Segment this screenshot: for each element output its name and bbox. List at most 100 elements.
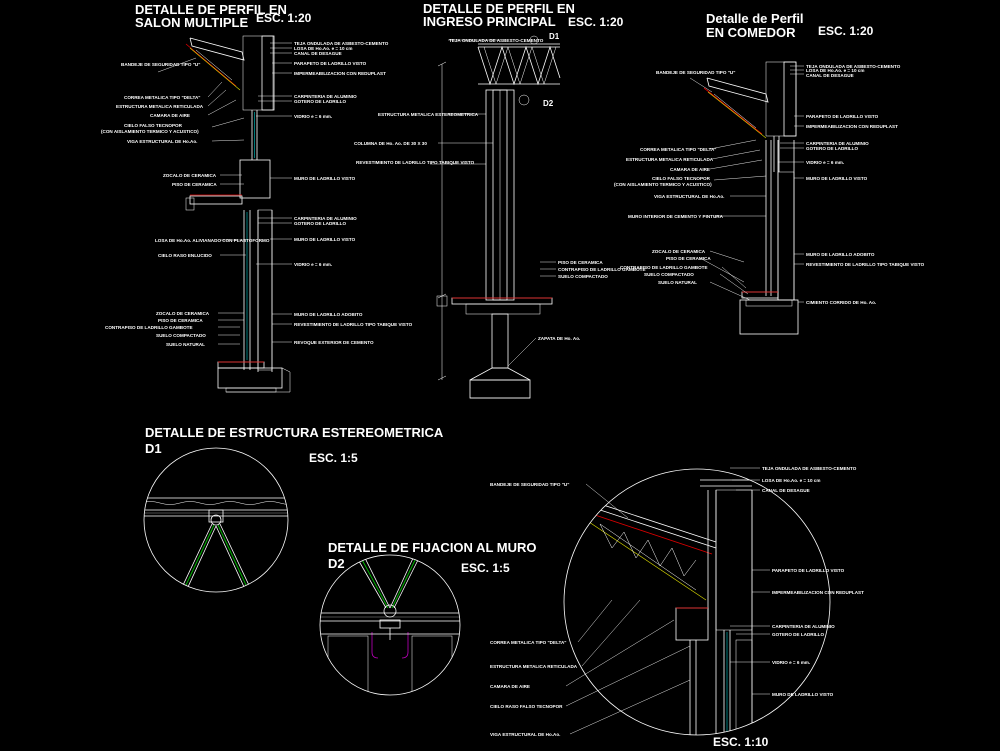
- svg-text:TEJA ONDULADA DE ASBESTO-CEMEN: TEJA ONDULADA DE ASBESTO-CEMENTO: [762, 466, 857, 471]
- svg-text:CONTRAPISO DE LADRILLO GAMBOTE: CONTRAPISO DE LADRILLO GAMBOTE: [105, 325, 193, 330]
- svg-text:(CON AISLAMIENTO TERMICO Y ACU: (CON AISLAMIENTO TERMICO Y ACUSTICO): [614, 182, 712, 187]
- svg-text:CIELO FALSO TECNOPOR: CIELO FALSO TECNOPOR: [124, 123, 183, 128]
- svg-text:VIDRIO e = 6 mm.: VIDRIO e = 6 mm.: [294, 114, 332, 119]
- svg-text:VIDRIO e = 6 mm.: VIDRIO e = 6 mm.: [772, 660, 810, 665]
- svg-text:BANDEJE DE SEGURIDAD TIPO "U": BANDEJE DE SEGURIDAD TIPO "U": [121, 62, 200, 67]
- fijacion-title: DETALLE DE FIJACION AL MURO: [328, 540, 536, 555]
- comedor-title-line2: EN COMEDOR: [706, 25, 796, 40]
- svg-text:SUELO COMPACTADO: SUELO COMPACTADO: [644, 272, 694, 277]
- svg-text:MURO DE LADRILLO VISTO: MURO DE LADRILLO VISTO: [806, 176, 868, 181]
- comedor-labels-left: BANDEJE DE SEGURIDAD TIPO "U" CORREA MET…: [614, 70, 735, 285]
- svg-text:CANAL DE DESAGUE: CANAL DE DESAGUE: [806, 73, 854, 78]
- svg-text:PISO DE CERAMICA: PISO DE CERAMICA: [558, 260, 603, 265]
- salon-labels-left: BANDEJE DE SEGURIDAD TIPO "U" CORREA MET…: [101, 62, 270, 347]
- svg-text:CIELO FALSO TECNOPOR: CIELO FALSO TECNOPOR: [652, 176, 711, 181]
- svg-text:CONTRAPISO DE LADRILLO GAMBOTE: CONTRAPISO DE LADRILLO GAMBOTE: [558, 267, 646, 272]
- svg-text:VIGA ESTRUCTURAL DE Ho.Ao.: VIGA ESTRUCTURAL DE Ho.Ao.: [127, 139, 197, 144]
- svg-text:GOTERO DE LADRILLO: GOTERO DE LADRILLO: [294, 221, 346, 226]
- svg-text:VIGA ESTRUCTURAL DE Ho.Ao.: VIGA ESTRUCTURAL DE Ho.Ao.: [654, 194, 724, 199]
- svg-text:SUELO COMPACTADO: SUELO COMPACTADO: [558, 274, 608, 279]
- svg-text:PARAPETO DE LADRILLO VISTO: PARAPETO DE LADRILLO VISTO: [294, 61, 367, 66]
- svg-text:PARAPETO DE LADRILLO VISTO: PARAPETO DE LADRILLO VISTO: [772, 568, 845, 573]
- big-labels-right: TEJA ONDULADA DE ASBESTO-CEMENTO LOSA DE…: [762, 466, 864, 697]
- ingreso-title-line1: DETALLE DE PERFIL EN: [423, 1, 575, 16]
- svg-text:IMPERMEABILIZACION CON REDUPLA: IMPERMEABILIZACION CON REDUPLAST: [772, 590, 864, 595]
- svg-text:SUELO NATURAL: SUELO NATURAL: [658, 280, 697, 285]
- svg-text:TEJA ONDULADA DE ASBESTO-CEMEN: TEJA ONDULADA DE ASBESTO-CEMENTO: [294, 41, 389, 46]
- svg-text:CORREA METALICA TIPO "DELTA": CORREA METALICA TIPO "DELTA": [490, 640, 567, 645]
- svg-text:REVOQUE EXTERIOR DE CEMENTO: REVOQUE EXTERIOR DE CEMENTO: [294, 340, 374, 345]
- svg-text:GOTERO DE LADRILLO: GOTERO DE LADRILLO: [294, 99, 346, 104]
- svg-text:LOSA DE Ho.Ao. e = 10 cm: LOSA DE Ho.Ao. e = 10 cm: [806, 68, 864, 73]
- svg-text:CORREA METALICA TIPO "DELTA": CORREA METALICA TIPO "DELTA": [640, 147, 717, 152]
- comedor-scale: ESC. 1:20: [818, 24, 874, 38]
- salon-section: TEJA ONDULADA DE ASBESTO-CEMENTO LOSA DE…: [101, 35, 413, 393]
- estructura-title: DETALLE DE ESTRUCTURA ESTEREOMETRICA: [145, 425, 444, 440]
- d2-title: D2: [328, 556, 345, 571]
- svg-text:MURO INTERIOR DE CEMENTO Y PIN: MURO INTERIOR DE CEMENTO Y PINTURA: [628, 214, 724, 219]
- svg-text:COLUMNA DE Ho. Ao. DE 30 X 30: COLUMNA DE Ho. Ao. DE 30 X 30: [354, 141, 427, 146]
- svg-text:PISO DE CERAMICA: PISO DE CERAMICA: [158, 318, 203, 323]
- svg-text:CAMARA DE AIRE: CAMARA DE AIRE: [490, 684, 530, 689]
- svg-text:GOTERO DE LADRILLO: GOTERO DE LADRILLO: [806, 146, 858, 151]
- svg-text:CIMIENTO CORRIDO DE Ho. Ao.: CIMIENTO CORRIDO DE Ho. Ao.: [806, 300, 876, 305]
- d1-title: D1: [145, 441, 162, 456]
- big-detail-scale: ESC. 1:10: [713, 735, 769, 749]
- svg-text:MURO DE LADRILLO ADOBITO: MURO DE LADRILLO ADOBITO: [294, 312, 363, 317]
- comedor-section: TEJA ONDULADA DE ASBESTO-CEMENTO LOSA DE…: [614, 61, 925, 335]
- svg-text:CIELO RASO ENLUCIDO: CIELO RASO ENLUCIDO: [158, 253, 212, 258]
- salon-title-line2: SALON MULTIPLE: [135, 15, 248, 30]
- salon-scale: ESC. 1:20: [256, 11, 312, 25]
- svg-text:MURO DE LADRILLO VISTO: MURO DE LADRILLO VISTO: [772, 692, 834, 697]
- svg-text:BANDEJE DE SEGURIDAD TIPO "U": BANDEJE DE SEGURIDAD TIPO "U": [656, 70, 735, 75]
- salon-title-line1: DETALLE DE PERFIL EN: [135, 2, 287, 17]
- svg-text:CIELO RASO FALSO TECNOPOR: CIELO RASO FALSO TECNOPOR: [490, 704, 563, 709]
- svg-text:ESTRUCTURA METALICA RETICULADA: ESTRUCTURA METALICA RETICULADA: [490, 664, 578, 669]
- svg-text:CARPINTERIA DE ALUMINIO: CARPINTERIA DE ALUMINIO: [294, 216, 357, 221]
- svg-text:MURO DE LADRILLO VISTO: MURO DE LADRILLO VISTO: [294, 237, 356, 242]
- ingreso-d1-tag: D1: [549, 32, 560, 41]
- comedor-labels-right: TEJA ONDULADA DE ASBESTO-CEMENTO LOSA DE…: [806, 64, 925, 305]
- comedor-title-line1: Detalle de Perfil: [706, 11, 804, 26]
- svg-text:ESTRUCTURA METALICA RETICULADA: ESTRUCTURA METALICA RETICULADA: [116, 104, 204, 109]
- svg-text:CANAL DE DESAGUE: CANAL DE DESAGUE: [762, 488, 810, 493]
- svg-text:ZOCALO DE CERAMICA: ZOCALO DE CERAMICA: [652, 249, 706, 254]
- svg-text:ZOCALO DE CERAMICA: ZOCALO DE CERAMICA: [156, 311, 210, 316]
- d2-scale: ESC. 1:5: [461, 561, 510, 575]
- svg-text:IMPERMEABILIZACION CON REDUPLA: IMPERMEABILIZACION CON REDUPLAST: [806, 124, 898, 129]
- svg-text:CARPINTERIA DE ALUMINIO: CARPINTERIA DE ALUMINIO: [294, 94, 357, 99]
- svg-text:LOSA DE Ho.Ao. e = 10 cm: LOSA DE Ho.Ao. e = 10 cm: [762, 478, 820, 483]
- svg-text:BANDEJE DE SEGURIDAD TIPO "U": BANDEJE DE SEGURIDAD TIPO "U": [490, 482, 569, 487]
- ingreso-title-line2: INGRESO PRINCIPAL: [423, 14, 556, 29]
- svg-text:REVESTIMIENTO DE LADRILLO TIPO: REVESTIMIENTO DE LADRILLO TIPO TABIQUE V…: [294, 322, 413, 327]
- svg-text:(CON AISLAMIENTO TERMICO Y ACU: (CON AISLAMIENTO TERMICO Y ACUSTICO): [101, 129, 199, 134]
- svg-text:TEJA ONDULADA DE ASBESTO-CEMEN: TEJA ONDULADA DE ASBESTO-CEMENTO: [806, 64, 901, 69]
- detail-d2: [319, 554, 461, 696]
- svg-text:SUELO NATURAL: SUELO NATURAL: [166, 342, 205, 347]
- ingreso-section: D1 D2 TEJ: [354, 32, 646, 399]
- svg-text:SUELO COMPACTADO: SUELO COMPACTADO: [156, 333, 206, 338]
- svg-text:CANAL DE DESAGUE: CANAL DE DESAGUE: [294, 51, 342, 56]
- big-labels-left: BANDEJE DE SEGURIDAD TIPO "U" CORREA MET…: [490, 482, 578, 737]
- svg-text:CAMARA DE AIRE: CAMARA DE AIRE: [670, 167, 710, 172]
- d1-scale: ESC. 1:5: [309, 451, 358, 465]
- ingreso-d2-tag: D2: [543, 99, 554, 108]
- svg-text:IMPERMEABILIZACION CON REDUPLA: IMPERMEABILIZACION CON REDUPLAST: [294, 71, 386, 76]
- svg-text:ESTRUCTURA METALICA ESTEREOMET: ESTRUCTURA METALICA ESTEREOMETRICA: [378, 112, 479, 117]
- svg-text:REVESTIMIENTO DE LADRILLO TIPO: REVESTIMIENTO DE LADRILLO TIPO TABIQUE V…: [356, 160, 475, 165]
- svg-text:VIGA ESTRUCTURAL DE Ho.Ao.: VIGA ESTRUCTURAL DE Ho.Ao.: [490, 732, 560, 737]
- svg-text:CAMARA DE AIRE: CAMARA DE AIRE: [150, 113, 190, 118]
- svg-text:TEJA ONDULADA DE ASBESTO-CEMEN: TEJA ONDULADA DE ASBESTO-CEMENTO: [449, 38, 544, 43]
- svg-text:CARPINTERIA DE ALUMINIO: CARPINTERIA DE ALUMINIO: [806, 141, 869, 146]
- svg-text:PISO DE CERAMICA: PISO DE CERAMICA: [666, 256, 711, 261]
- svg-text:ZOCALO DE CERAMICA: ZOCALO DE CERAMICA: [163, 173, 217, 178]
- svg-text:CARPINTERIA DE ALUMINIO: CARPINTERIA DE ALUMINIO: [772, 624, 835, 629]
- svg-text:PISO DE CERAMICA: PISO DE CERAMICA: [172, 182, 217, 187]
- svg-text:PARAPETO DE LADRILLO VISTO: PARAPETO DE LADRILLO VISTO: [806, 114, 879, 119]
- svg-text:LOSA DE Ho.Ao. ALIVIANADO CON: LOSA DE Ho.Ao. ALIVIANADO CON PLASTOFORM…: [155, 238, 270, 243]
- detail-d1: [143, 447, 289, 593]
- svg-text:CORREA METALICA TIPO "DELTA": CORREA METALICA TIPO "DELTA": [124, 95, 201, 100]
- ingreso-scale: ESC. 1:20: [568, 15, 624, 29]
- svg-text:ESTRUCTURA METALICA RETICULADA: ESTRUCTURA METALICA RETICULADA: [626, 157, 714, 162]
